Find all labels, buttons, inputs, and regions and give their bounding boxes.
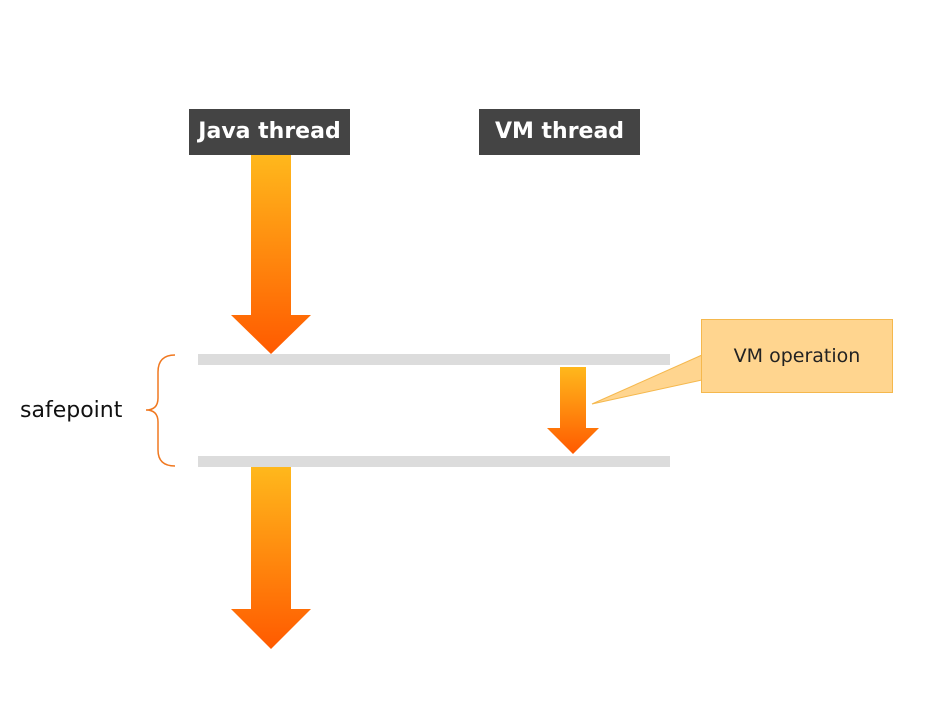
safepoint-end-bar bbox=[198, 456, 670, 467]
safepoint-label: safepoint bbox=[20, 398, 123, 423]
callout-pointer bbox=[591, 354, 703, 405]
safepoint-brace bbox=[145, 354, 176, 467]
java-arrow-before bbox=[231, 155, 311, 354]
vm-thread-label: VM thread bbox=[479, 109, 640, 155]
java-thread-label: Java thread bbox=[189, 109, 350, 155]
vm-operation-callout: VM operation bbox=[701, 319, 893, 393]
java-arrow-after bbox=[231, 467, 311, 649]
safepoint-start-bar bbox=[198, 354, 670, 365]
vm-operation-arrow bbox=[547, 367, 599, 454]
vm-operation-text: VM operation bbox=[733, 345, 861, 367]
